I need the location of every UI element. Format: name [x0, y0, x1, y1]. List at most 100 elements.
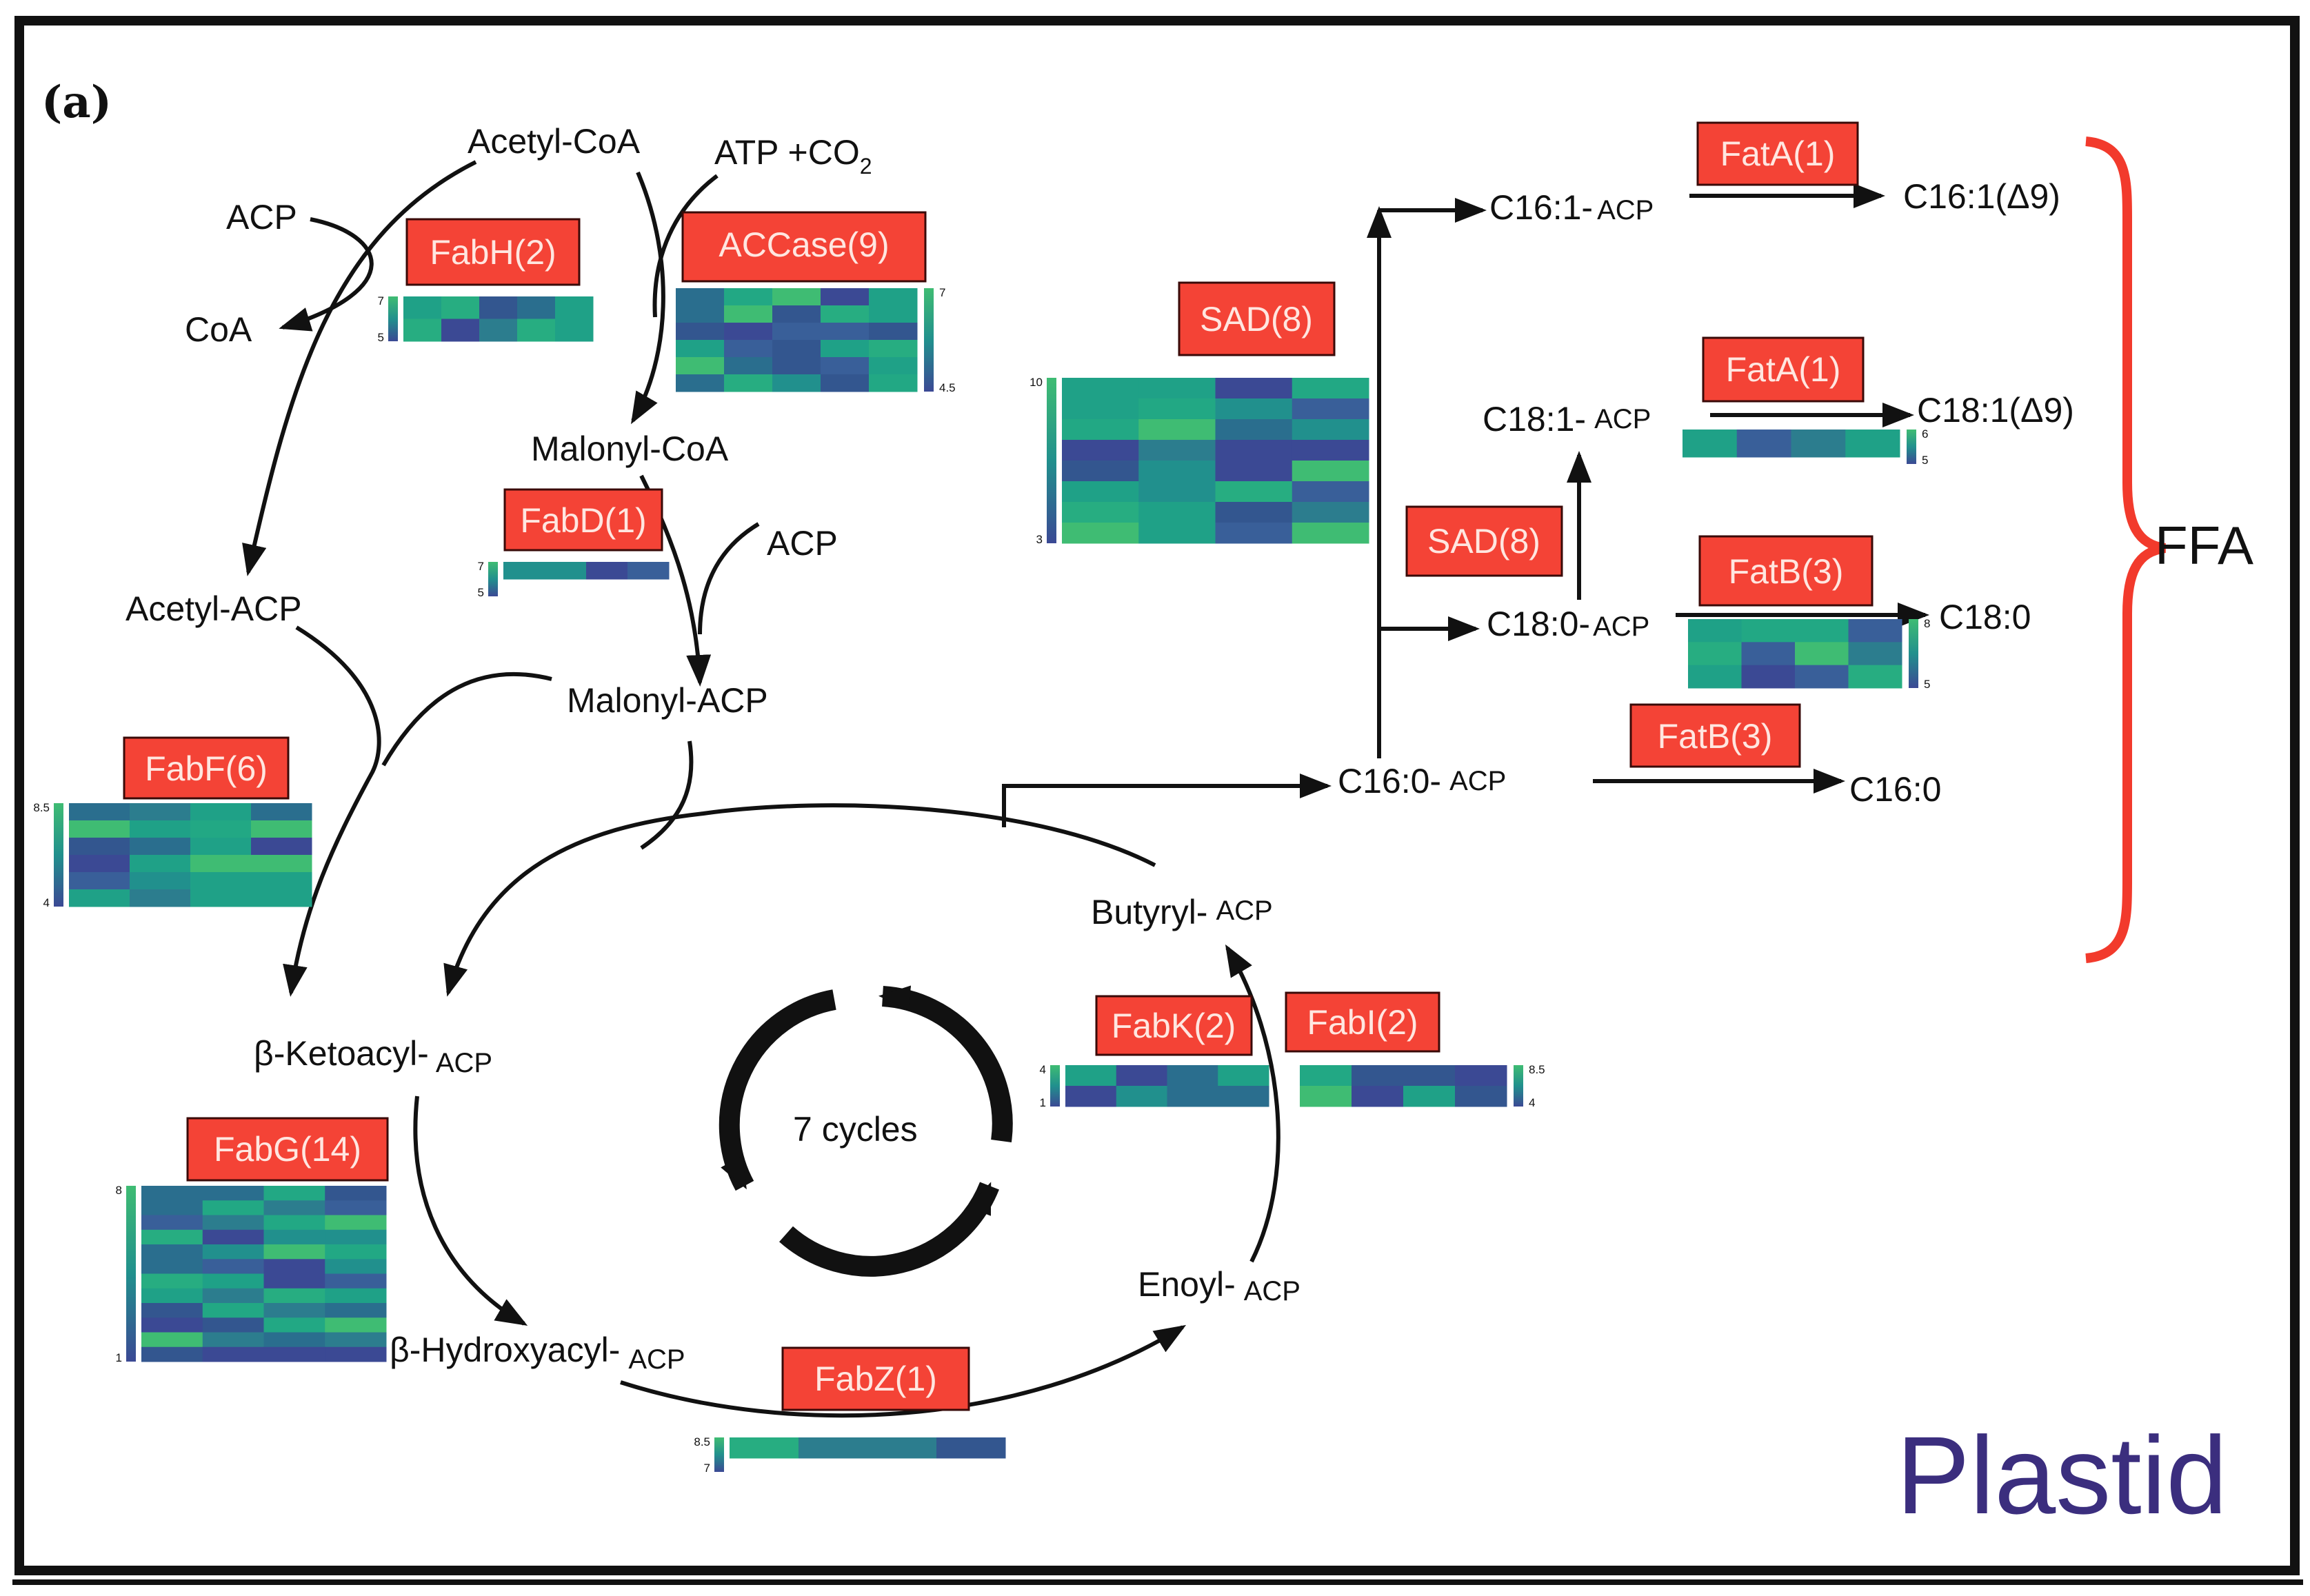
cycle-arrows: [719, 985, 1013, 1277]
label-c181-d9: C18:1(Δ9): [1917, 391, 2074, 430]
heatmap-cell: [141, 1229, 203, 1245]
arrow-enoyl-to-butyryl: [1225, 944, 1280, 1263]
heatmap-cell: [772, 323, 821, 341]
label-atp-co2: ATP +CO2: [714, 133, 872, 179]
enzyme-fatb-2[interactable]: FatB(3): [1629, 703, 1801, 768]
colorbar-max: 8.5: [694, 1435, 710, 1448]
heatmap-cell: [1215, 523, 1293, 544]
heatmap-cell: [676, 374, 725, 392]
heatmap-cell: [1062, 378, 1139, 399]
heatmap-cell: [821, 374, 870, 392]
heatmap-cell: [141, 1244, 203, 1260]
heatmap-cell: [772, 357, 821, 375]
heatmap-cell: [130, 855, 191, 873]
enzyme-sad-1[interactable]: SAD(8): [1178, 281, 1336, 356]
heatmap-cell: [821, 323, 870, 341]
svg-text:FabD(1): FabD(1): [520, 501, 646, 540]
enzyme-fabf[interactable]: FabF(6): [123, 736, 290, 800]
heatmap-cell: [1062, 461, 1139, 482]
heatmap-cell: [1292, 440, 1369, 461]
heatmap-cell: [1062, 502, 1139, 523]
heatmap-cell: [325, 1215, 387, 1231]
heatmap-cell: [1292, 378, 1369, 399]
heatmap-cell: [1138, 502, 1216, 523]
heatmap-cell: [1848, 619, 1902, 643]
colorbar: [1050, 1065, 1060, 1107]
colorbar-max: 6: [1922, 427, 1928, 441]
label-acp-mid: ACP: [767, 524, 838, 563]
heatmap-cell: [1292, 398, 1369, 420]
heatmap-cell: [730, 1437, 799, 1459]
heatmap-cell: [1062, 398, 1139, 420]
enzyme-fata-2[interactable]: FatA(1): [1702, 336, 1865, 403]
label-compartment: Plastid: [1896, 1413, 2227, 1537]
colorbar-min: 1: [1040, 1096, 1046, 1109]
heatmap-cell: [1352, 1065, 1404, 1087]
heatmap-cell: [869, 323, 918, 341]
svg-text:FabF(6): FabF(6): [145, 749, 268, 788]
enzyme-fabi[interactable]: FabI(2): [1285, 991, 1440, 1053]
colorbar-min: 4.5: [939, 381, 956, 394]
heatmap-cell: [1138, 378, 1216, 399]
arrow-acp-merge: [698, 522, 760, 635]
colorbar-min: 5: [1922, 454, 1928, 467]
heatmap-cell: [190, 838, 252, 856]
heatmap-cell: [1403, 1086, 1456, 1107]
colorbar-min: 7: [704, 1462, 710, 1475]
svg-text:FatA(1): FatA(1): [1720, 134, 1836, 173]
enzyme-fabd[interactable]: FabD(1): [503, 488, 663, 552]
heatmap-cell: [251, 889, 312, 907]
svg-text:SAD(8): SAD(8): [1200, 300, 1313, 339]
pathway-arrows: [242, 160, 1929, 1418]
label-malonyl-acp: Malonyl-ACP: [567, 681, 768, 720]
heatmap-cell: [325, 1200, 387, 1215]
heatmap-cell: [724, 305, 773, 323]
heatmap-cell: [1688, 619, 1742, 643]
heatmap-cell: [251, 803, 312, 821]
enzyme-fabk[interactable]: FabK(2): [1095, 995, 1253, 1056]
enzyme-fabz[interactable]: FabZ(1): [781, 1346, 970, 1411]
heatmap-cell: [517, 319, 556, 342]
heatmap-cell: [479, 319, 518, 342]
heatmap-cell: [263, 1303, 325, 1318]
arrow-malonylacp-down: [640, 740, 694, 850]
heatmap-cell: [479, 296, 518, 319]
label-c181-acp: C18:1-ACP: [1483, 400, 1651, 438]
heatmap-cell: [1215, 461, 1293, 482]
heatmap-fatb: 85: [1688, 617, 1930, 691]
heatmap-cell: [1795, 619, 1849, 643]
colorbar: [126, 1186, 136, 1362]
svg-text:FabH(2): FabH(2): [430, 233, 556, 272]
heatmap-cell: [724, 323, 773, 341]
heatmap-cell: [1741, 665, 1796, 689]
enzyme-fata-1[interactable]: FatA(1): [1696, 121, 1859, 186]
colorbar: [488, 562, 498, 596]
heatmap-cell: [325, 1317, 387, 1333]
enzyme-fatb-1[interactable]: FatB(3): [1698, 535, 1874, 607]
heatmap-cell: [141, 1200, 203, 1215]
heatmap-cell: [263, 1244, 325, 1260]
heatmap-cell: [772, 374, 821, 392]
enzyme-fabg[interactable]: FabG(14): [186, 1117, 389, 1182]
enzyme-accase[interactable]: ACCase(9): [681, 211, 927, 283]
heatmap-cell: [1218, 1065, 1269, 1087]
colorbar: [924, 288, 934, 392]
arrow-loop-to-ketoacyl: [443, 803, 1156, 997]
enzyme-sad-2[interactable]: SAD(8): [1405, 505, 1563, 577]
label-malonyl-coa: Malonyl-CoA: [531, 430, 729, 468]
heatmap-cell: [1215, 502, 1293, 523]
heatmap-cell: [251, 855, 312, 873]
heatmap-cell: [1062, 440, 1139, 461]
enzyme-fabh[interactable]: FabH(2): [405, 218, 581, 286]
label-butyryl: Butyryl-ACP: [1091, 893, 1273, 931]
outer-frame: [14, 16, 2300, 1575]
heatmap-cell: [263, 1317, 325, 1333]
heatmap-cell: [190, 855, 252, 873]
heatmap-cell: [1062, 523, 1139, 544]
panel-label: (a): [41, 77, 112, 128]
heatmap-cell: [869, 374, 918, 392]
heatmap-cell: [1116, 1086, 1167, 1107]
